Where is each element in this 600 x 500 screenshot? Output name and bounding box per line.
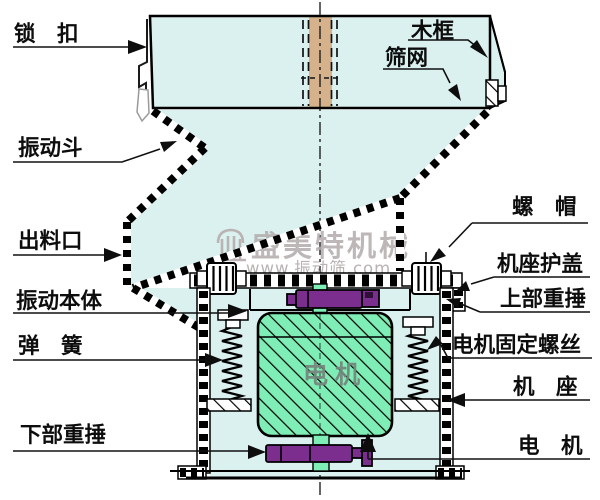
label-body: 振动本体 [16, 289, 103, 314]
callout-lines [13, 39, 592, 460]
spring-shelf-right [394, 398, 440, 412]
label-mesh: 筛网 [385, 45, 428, 71]
upper-weight [286, 283, 380, 315]
label-base: 机 座 [513, 374, 578, 400]
callout-arrowheads [104, 40, 488, 459]
label-nut: 螺 帽 [512, 195, 577, 220]
motor-mount [249, 289, 411, 311]
right-spring-bracket [402, 316, 434, 336]
lock-buckle [136, 19, 150, 123]
label-lock: 锁 扣 [14, 21, 79, 47]
motor-inner-label: 电机 [303, 360, 367, 389]
lower-weight [265, 434, 373, 472]
motor-body [256, 311, 394, 438]
label-base-cover: 机座护盖 [497, 251, 583, 277]
label-motor-screw: 电机固定螺丝 [452, 332, 581, 358]
label-outlet: 出料口 [18, 229, 83, 254]
label-hopper: 振动斗 [18, 136, 83, 161]
label-upper-weight: 上部重捶 [500, 286, 586, 312]
hopper-outline [123, 107, 490, 334]
label-wood-frame: 木框 [410, 19, 455, 44]
machine-base-walls [170, 287, 470, 480]
wood-frame-section [485, 79, 507, 107]
watermark-brand: 盛美特机械 [251, 229, 411, 263]
label-lower-weight: 下部重捶 [20, 422, 106, 448]
label-spring: 弹 簧 [18, 333, 83, 359]
label-motor: 电 机 [518, 434, 583, 459]
diagram-labels: 锁 扣 木框 筛网 振动斗 出料口 振动本体 弹 簧 下部重捶 螺 帽 机座护盖… [14, 19, 586, 459]
spring-shelf-left [206, 398, 252, 412]
